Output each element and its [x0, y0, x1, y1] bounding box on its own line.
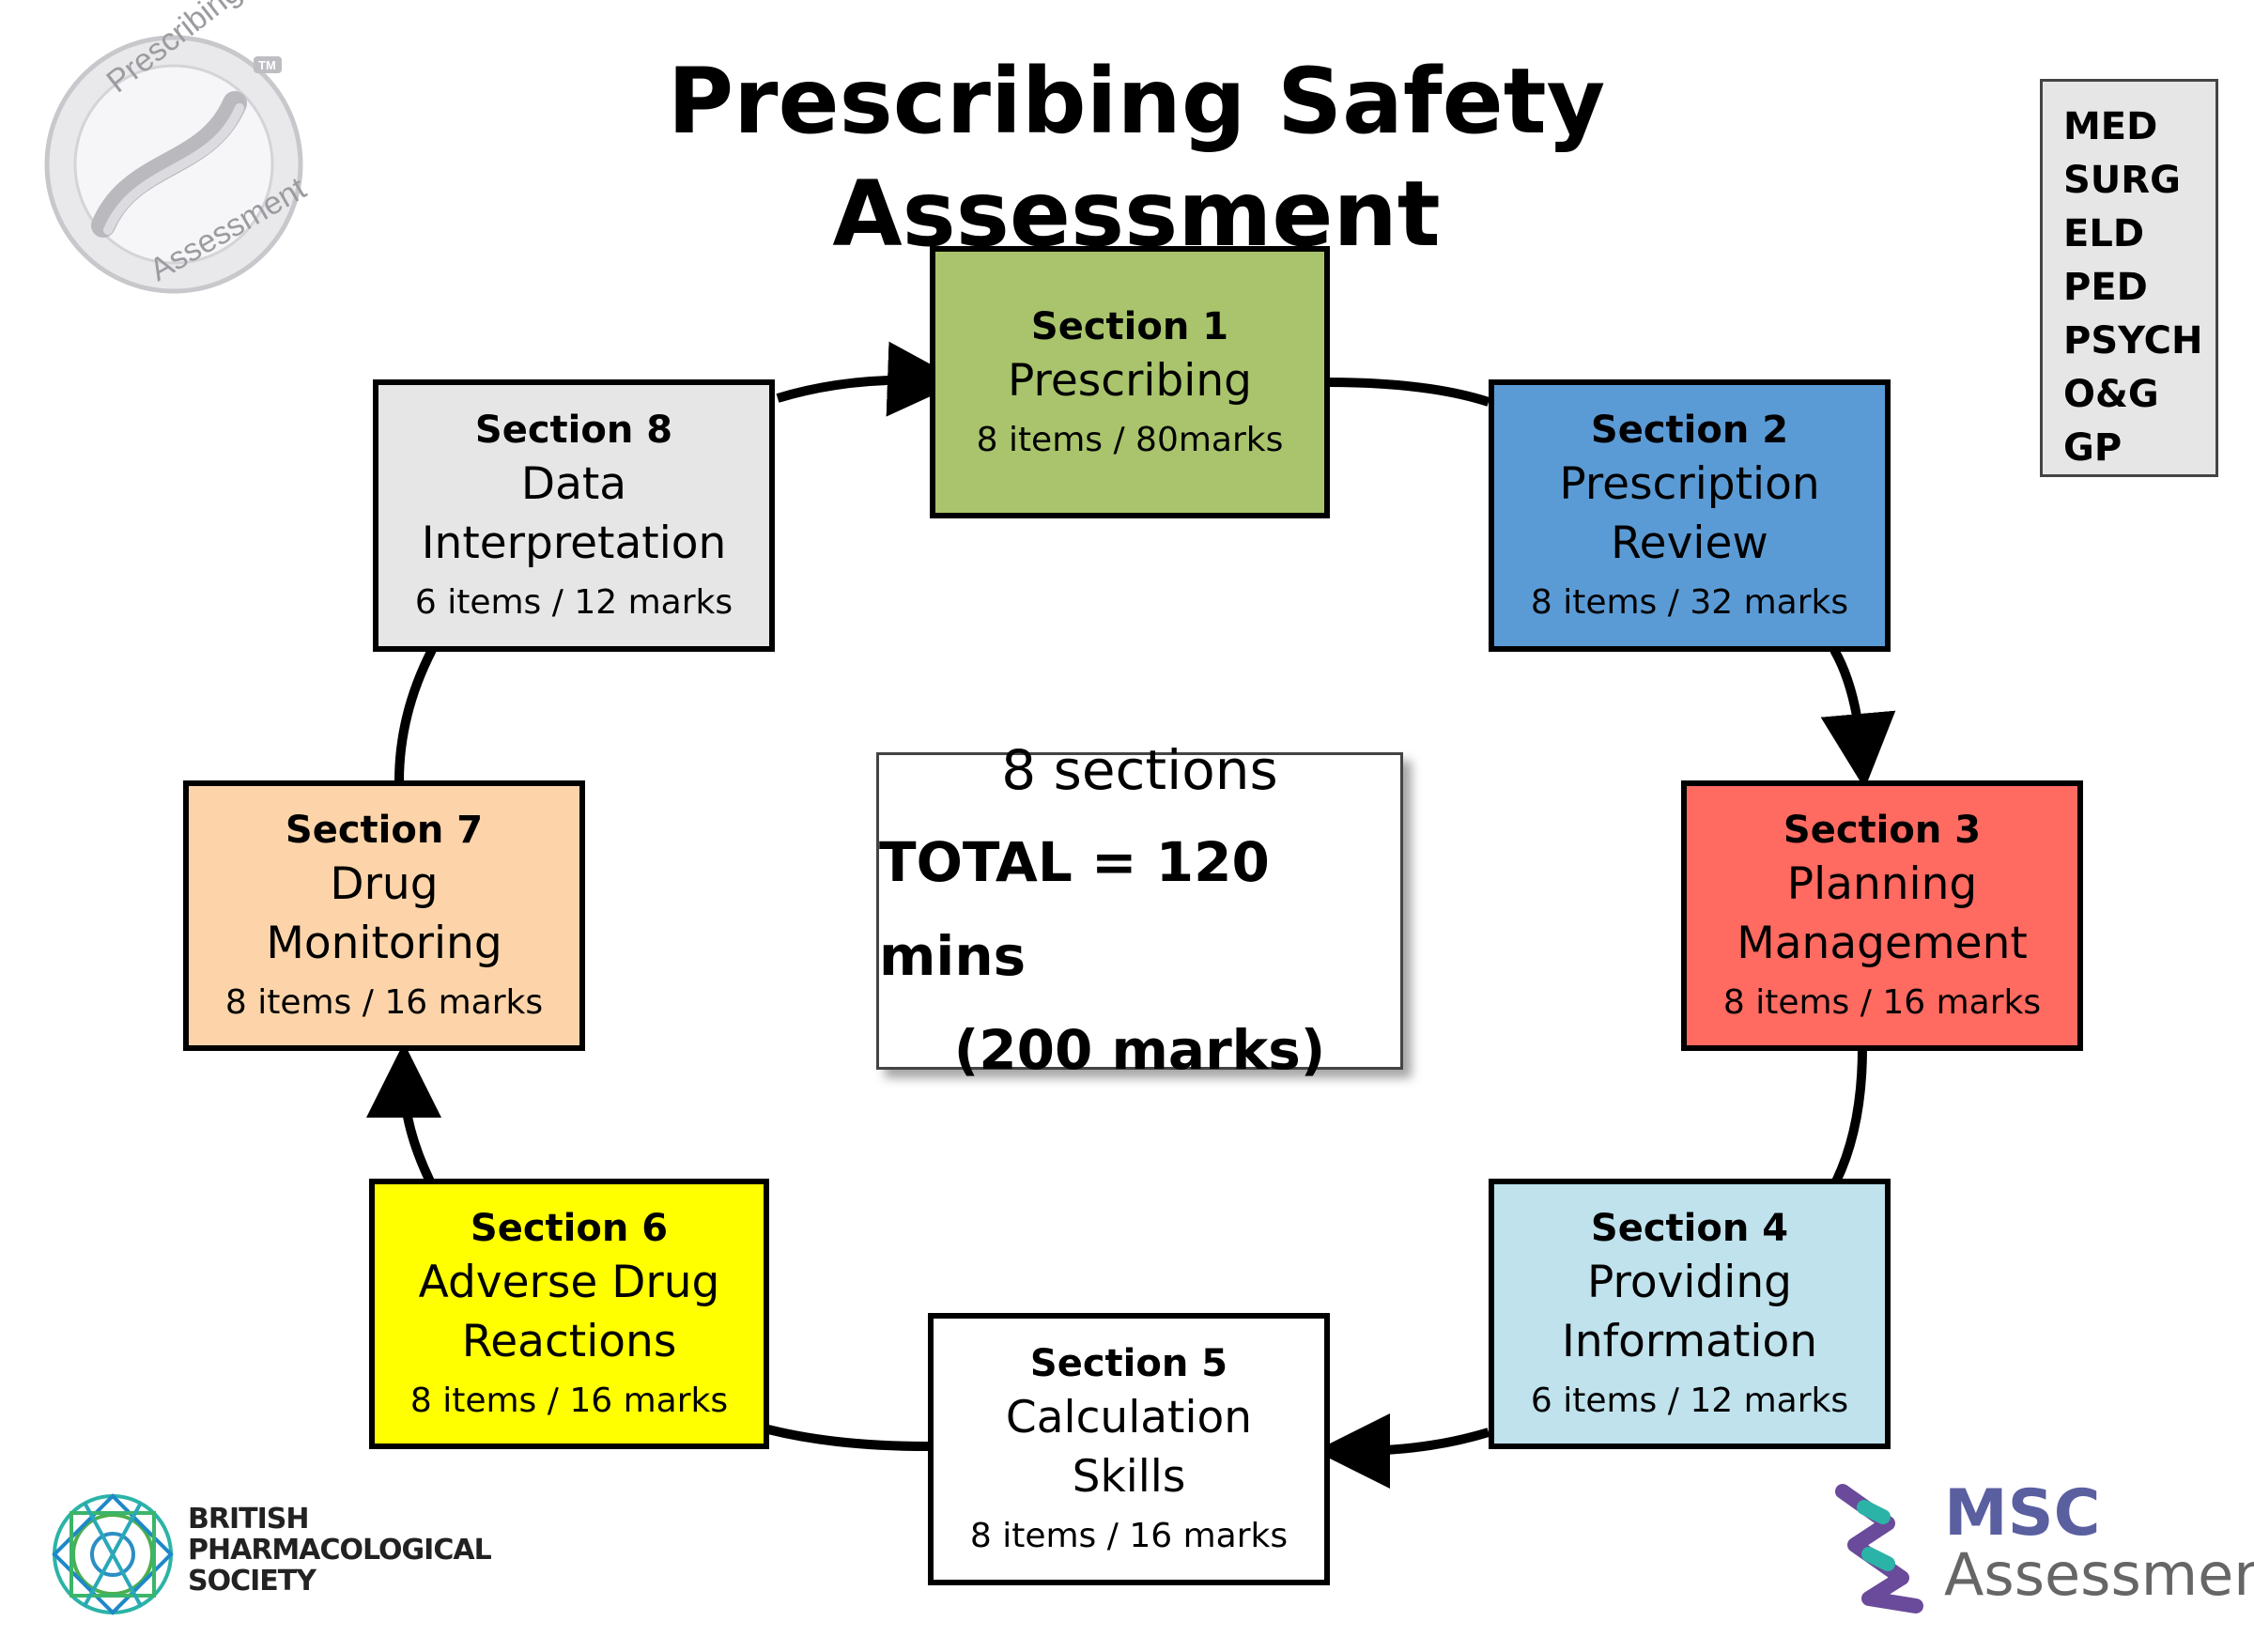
connector-5-to-6 — [766, 1425, 929, 1451]
connector-1-to-2 — [1326, 378, 1490, 407]
connector-3-to-4 — [1831, 1047, 1867, 1184]
section-2-box: Section 2 Prescription Review 8 items / … — [1489, 379, 1891, 652]
bps-logo-line: SOCIETY — [188, 1565, 316, 1598]
section-name: Reactions — [461, 1316, 677, 1367]
section-items-marks: 6 items / 12 marks — [1530, 1382, 1849, 1420]
section-name: Information — [1561, 1316, 1818, 1367]
section-name: Data — [520, 458, 627, 510]
section-name: Adverse Drug — [418, 1257, 720, 1308]
specialty-item: PSYCH — [2063, 319, 2203, 363]
section-items-marks: 8 items / 16 marks — [224, 983, 544, 1022]
section-items-marks: 8 items / 16 marks — [969, 1517, 1289, 1555]
section-3-box: Section 3 Planning Management 8 items / … — [1681, 780, 2083, 1051]
section-5-box: Section 5 Calculation Skills 8 items / 1… — [928, 1313, 1330, 1585]
section-name: Planning — [1786, 858, 1978, 910]
msc-logo-mark — [1835, 1484, 1923, 1613]
section-items-marks: 6 items / 12 marks — [414, 583, 733, 622]
msc-logo-sub: Assessment — [1944, 1540, 2254, 1609]
total-marks-text: (200 marks) — [953, 1018, 1326, 1082]
section-number: Section 2 — [1590, 409, 1789, 452]
section-number: Section 7 — [285, 809, 484, 852]
specialty-item: O&G — [2063, 373, 2159, 416]
section-number: Section 4 — [1590, 1207, 1789, 1250]
section-name: Interpretation — [421, 517, 727, 569]
specialty-item: PED — [2063, 266, 2148, 309]
section-items-marks: 8 items / 16 marks — [1722, 983, 2042, 1022]
page-title: Prescribing Safety Assessment — [667, 49, 1606, 267]
total-sections-text: 8 sections — [1001, 738, 1278, 802]
section-name: Providing — [1587, 1257, 1792, 1308]
connector-4-to-5 — [1315, 1413, 1490, 1489]
section-name: Calculation — [1005, 1392, 1253, 1444]
section-number: Section 8 — [474, 409, 673, 452]
section-name: Prescribing — [1008, 354, 1252, 407]
section-8-box: Section 8 Data Interpretation 6 items / … — [373, 379, 775, 652]
specialty-item: ELD — [2063, 212, 2145, 255]
connector-6-to-7 — [366, 1042, 442, 1184]
specialty-item: MED — [2063, 105, 2158, 148]
section-number: Section 1 — [1030, 304, 1229, 348]
section-items-marks: 8 items / 16 marks — [409, 1382, 729, 1420]
section-1-box: Section 1 Prescribing 8 items / 80marks — [930, 246, 1330, 518]
section-name: Management — [1737, 918, 2028, 969]
section-number: Section 3 — [1783, 809, 1982, 852]
psa-logo: Prescribing Safety Assessment TM — [44, 0, 326, 294]
section-6-box: Section 6 Adverse Drug Reactions 8 items… — [369, 1179, 769, 1449]
specialty-item: SURG — [2063, 159, 2181, 202]
msc-logo-brand: MSC — [1944, 1476, 2101, 1551]
psa-logo-tm: TM — [258, 58, 276, 72]
total-time-text: TOTAL = 120 mins — [879, 830, 1270, 988]
total-summary-box: 8 sections TOTAL = 120 mins (200 marks) — [876, 738, 1403, 1082]
connector-7-to-8 — [394, 647, 437, 782]
bps-logo-text: BRITISH PHARMACOLOGICAL SOCIETY — [188, 1503, 492, 1598]
section-7-box: Section 7 Drug Monitoring 8 items / 16 m… — [183, 780, 585, 1051]
section-name: Skills — [1072, 1451, 1186, 1503]
connector-8-to-1 — [776, 341, 963, 417]
bps-logo-line: PHARMACOLOGICAL — [188, 1534, 492, 1567]
section-items-marks: 8 items / 80marks — [976, 420, 1284, 459]
section-4-box: Section 4 Providing Information 6 items … — [1489, 1179, 1891, 1449]
section-number: Section 6 — [470, 1207, 669, 1250]
specialty-item: GP — [2063, 426, 2123, 470]
section-name: Prescription — [1559, 458, 1820, 510]
section-name: Review — [1611, 517, 1768, 569]
section-items-marks: 8 items / 32 marks — [1530, 583, 1849, 622]
section-number: Section 5 — [1029, 1342, 1228, 1385]
section-name: Drug — [330, 858, 439, 910]
specialty-list: MED SURG ELD PED PSYCH O&G GP — [2040, 79, 2218, 477]
section-name: Monitoring — [266, 918, 502, 969]
bps-logo-line: BRITISH — [188, 1503, 309, 1536]
bps-logo-mark — [52, 1493, 174, 1615]
connector-2-to-3 — [1820, 647, 1896, 789]
